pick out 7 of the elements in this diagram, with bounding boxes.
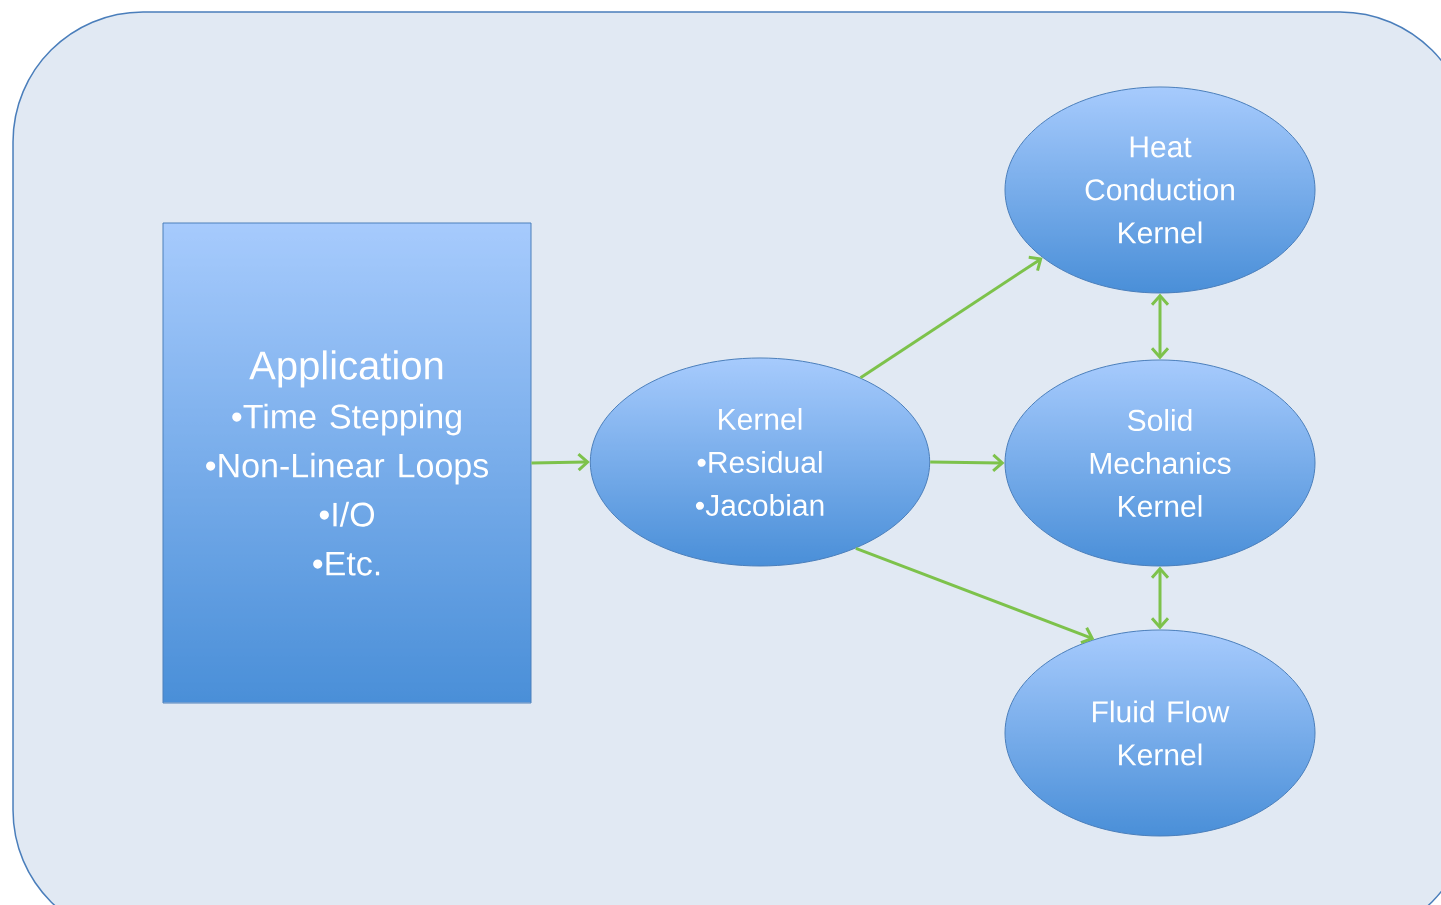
arrow <box>859 255 1043 379</box>
arrow <box>930 453 1005 472</box>
arrow <box>1150 566 1170 630</box>
arrow <box>855 546 1095 645</box>
arrow <box>531 453 590 472</box>
arrow <box>1150 293 1170 360</box>
process-box: Application •Time Stepping •Non-Linear Loops •I/O •Etc. <box>162 222 532 704</box>
